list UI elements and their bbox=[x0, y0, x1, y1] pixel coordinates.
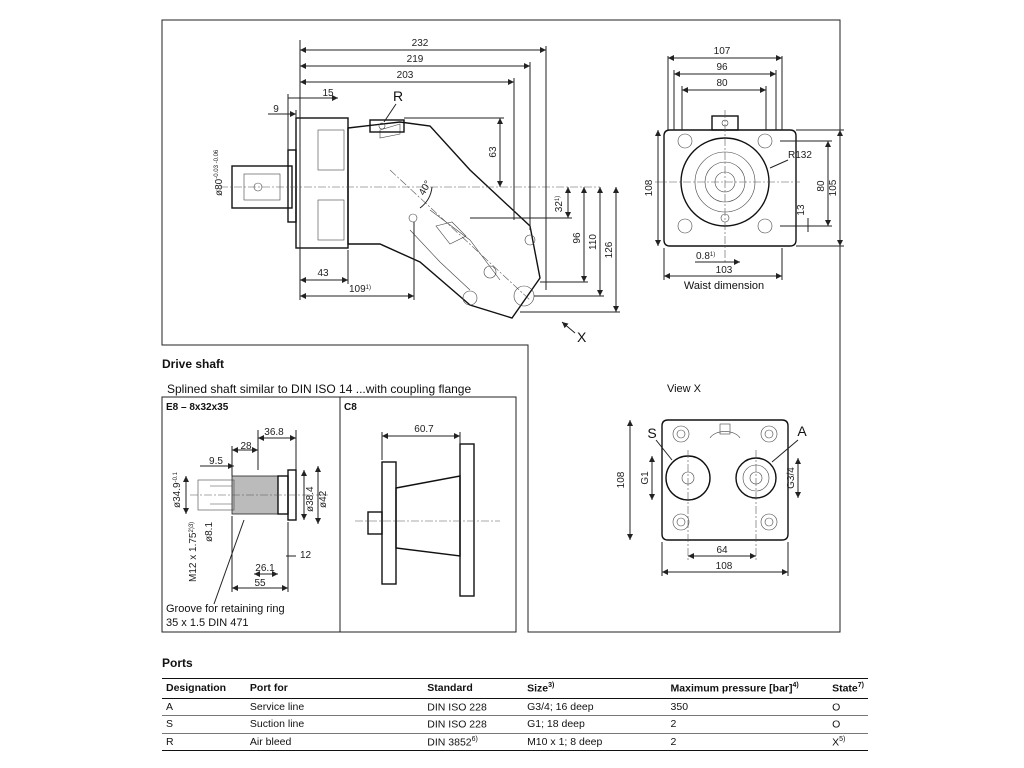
dim-42: ø42 bbox=[318, 490, 329, 508]
dim-96-front: 96 bbox=[716, 62, 728, 73]
dim-13: 13 bbox=[796, 204, 807, 216]
col-designation: Designation bbox=[162, 678, 246, 699]
dim-55: 55 bbox=[254, 578, 266, 589]
table-row: R Air bleed DIN 38526) M10 x 1; 8 deep 2… bbox=[162, 733, 868, 751]
col-max-pressure: Maximum pressure [bar]4) bbox=[666, 678, 829, 699]
dim-108-front: 108 bbox=[644, 179, 655, 196]
dim-15: 15 bbox=[322, 88, 334, 99]
dim-110: 110 bbox=[588, 234, 599, 250]
dim-8-1: ø8.1 bbox=[204, 522, 215, 542]
cell-pressure: 2 bbox=[666, 733, 829, 751]
dim-103: 103 bbox=[716, 265, 733, 276]
ports-title: Ports bbox=[162, 656, 193, 670]
table-row: S Suction line DIN ISO 228 G1; 18 deep 2… bbox=[162, 715, 868, 734]
dim-232: 232 bbox=[412, 38, 429, 49]
dim-80-vertical: 80 bbox=[816, 180, 827, 192]
cell-state: O bbox=[828, 715, 868, 734]
cell-pressure: 350 bbox=[666, 698, 829, 716]
dim-0-8: 0.81) bbox=[696, 251, 715, 262]
e8-shaft-drawing: E8 – 8x32x35 36.8 28 9.5 ø34.9-0.1 ø8.1 … bbox=[166, 402, 330, 629]
dim-40-deg: 40° bbox=[417, 179, 434, 198]
dim-26-1: 26.1 bbox=[255, 563, 275, 574]
dim-34-9: ø34.9-0.1 bbox=[172, 471, 183, 508]
dim-32: 321) bbox=[554, 196, 565, 212]
dim-36-8: 36.8 bbox=[264, 427, 284, 438]
view-x-arrow-label: X bbox=[577, 329, 587, 345]
cell-size: M10 x 1; 8 deep bbox=[523, 733, 667, 751]
ports-header-row: Designation Port for Standard Size3) Max… bbox=[162, 678, 868, 699]
pump-front-view: 107 96 80 108 R132 80 105 13 0.81) 103 W… bbox=[644, 46, 844, 292]
dim-219: 219 bbox=[407, 54, 424, 65]
dim-28: 28 bbox=[240, 441, 252, 452]
view-x-drawing: View X S A 108 G1 G3/4 64 108 bbox=[616, 383, 807, 576]
dim-109: 1091) bbox=[349, 284, 371, 295]
dim-80-front: 80 bbox=[716, 78, 728, 89]
shaft-diameter: ø80-0.03 -0.06 bbox=[214, 149, 225, 196]
dim-126: 126 bbox=[604, 241, 615, 258]
col-state: State7) bbox=[828, 678, 868, 699]
cell-designation: A bbox=[162, 698, 246, 716]
dim-108-bottom: 108 bbox=[716, 561, 733, 572]
col-port-for: Port for bbox=[245, 678, 424, 699]
port-s-label: S bbox=[647, 425, 656, 441]
dim-9-5: 9.5 bbox=[209, 456, 223, 467]
port-r-label: R bbox=[393, 88, 403, 104]
c8-label: C8 bbox=[344, 402, 357, 413]
dim-m12: M12 x 1.752)3) bbox=[188, 522, 199, 582]
dim-g1: G1 bbox=[640, 471, 651, 485]
waist-dimension-caption: Waist dimension bbox=[684, 280, 764, 292]
dim-12: 12 bbox=[300, 550, 312, 561]
view-x-title: View X bbox=[667, 383, 702, 395]
dim-108-viewx: 108 bbox=[616, 471, 627, 488]
e8-label: E8 – 8x32x35 bbox=[166, 402, 229, 413]
c8-flange-drawing: C8 60.7 bbox=[344, 402, 500, 597]
cell-designation: S bbox=[162, 715, 246, 734]
col-size: Size3) bbox=[523, 678, 667, 699]
drive-shaft-title: Drive shaft bbox=[162, 357, 224, 371]
dim-203: 203 bbox=[397, 70, 414, 81]
cell-port-for: Air bleed bbox=[245, 733, 424, 751]
col-standard: Standard bbox=[423, 678, 524, 699]
dim-38-4: ø38.4 bbox=[305, 486, 316, 512]
dim-r132: R132 bbox=[788, 150, 812, 161]
cell-state: X5) bbox=[828, 733, 868, 751]
frame-borders bbox=[161, 19, 841, 633]
dim-9: 9 bbox=[273, 104, 279, 115]
ports-section: Ports Designation Port for Standard Size… bbox=[162, 656, 870, 751]
cell-size: G3/4; 16 deep bbox=[523, 698, 667, 716]
dim-64: 64 bbox=[716, 545, 728, 556]
dim-43: 43 bbox=[317, 268, 329, 279]
cell-pressure: 2 bbox=[666, 715, 829, 734]
ports-table: Designation Port for Standard Size3) Max… bbox=[162, 678, 868, 751]
cell-standard: DIN ISO 228 bbox=[423, 698, 524, 716]
cell-size: G1; 18 deep bbox=[523, 715, 667, 734]
cell-port-for: Service line bbox=[245, 698, 424, 716]
groove-note-line1: Groove for retaining ring bbox=[166, 603, 285, 615]
pump-side-view: 232 219 203 15 9 R 63 321) 96 110 126 bbox=[214, 38, 620, 345]
technical-drawing: 232 219 203 15 9 R 63 321) 96 110 126 bbox=[161, 19, 844, 633]
table-row: A Service line DIN ISO 228 G3/4; 16 deep… bbox=[162, 698, 868, 716]
drive-shaft-subtitle: Splined shaft similar to DIN ISO 14 ...w… bbox=[167, 382, 471, 396]
dim-107: 107 bbox=[714, 46, 731, 57]
cell-standard: DIN ISO 228 bbox=[423, 715, 524, 734]
cell-state: O bbox=[828, 698, 868, 716]
dim-96: 96 bbox=[572, 232, 583, 244]
dim-g3-4: G3/4 bbox=[786, 467, 797, 489]
groove-note-line2: 35 x 1.5 DIN 471 bbox=[166, 617, 249, 629]
dim-105: 105 bbox=[828, 179, 839, 196]
dim-63: 63 bbox=[488, 146, 499, 158]
cell-designation: R bbox=[162, 733, 246, 751]
port-a-label: A bbox=[797, 423, 807, 439]
cell-standard: DIN 38526) bbox=[423, 733, 524, 751]
cell-port-for: Suction line bbox=[245, 715, 424, 734]
dim-60-7: 60.7 bbox=[414, 424, 434, 435]
